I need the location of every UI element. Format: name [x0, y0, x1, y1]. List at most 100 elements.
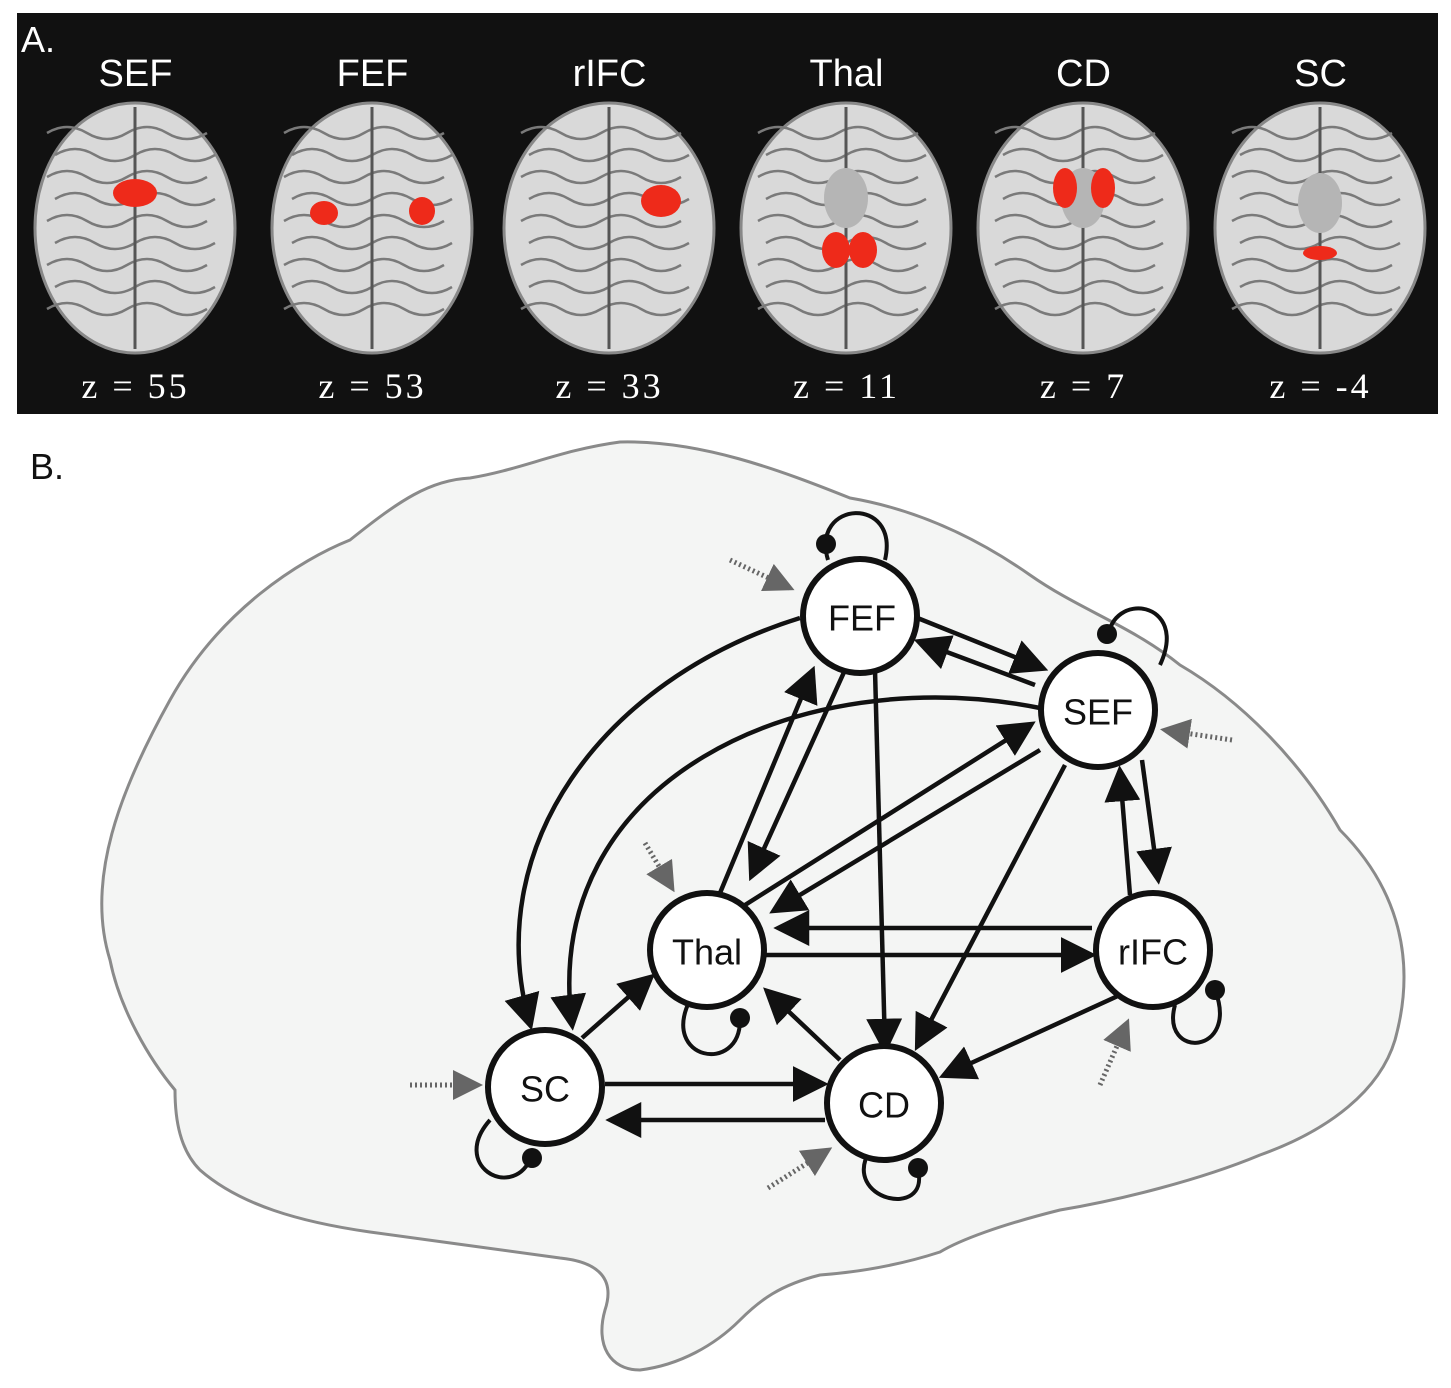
- panel-b-label: B.: [30, 446, 65, 487]
- slice-z-coordinate: z = -4: [1269, 366, 1372, 406]
- slice-title: SC: [1294, 53, 1347, 95]
- node-label-thal: Thal: [672, 932, 742, 973]
- brain-slice-cd: CD z = 7: [965, 13, 1202, 414]
- gyri-texture: [520, 125, 682, 141]
- gyri-texture: [757, 301, 919, 317]
- self-loop-thal: [681, 999, 742, 1056]
- node-fef: [800, 556, 920, 676]
- gyri-texture: [520, 169, 682, 185]
- edge-sc-to-thal: [580, 973, 656, 1040]
- roi-highlight: [849, 232, 877, 268]
- axial-brain-image: [1213, 101, 1427, 355]
- gyri-texture: [283, 125, 445, 141]
- edge-sef-to-fef: [913, 635, 1036, 688]
- edge-sef-to-rifc: [1136, 759, 1172, 885]
- slice-z-coordinate: z = 55: [81, 366, 190, 406]
- gyri-texture: [994, 125, 1156, 141]
- self-loop-rifc: [1171, 989, 1222, 1045]
- self-loop-terminals: [522, 534, 1225, 1178]
- brain-slice-sc: SC z = -4: [1202, 13, 1439, 414]
- deep-structures: [1298, 173, 1342, 233]
- gyri-texture: [994, 301, 1156, 317]
- slice-z-coordinate: z = 11: [793, 366, 900, 406]
- roi-highlight: [641, 185, 681, 217]
- gyri-texture: [46, 301, 208, 317]
- slice-title: rIFC: [572, 53, 647, 95]
- input-arrow-thal: [642, 841, 675, 893]
- edge-fef-to-sc: [504, 615, 801, 1031]
- edge-sef-to-cd: [914, 763, 1067, 1051]
- gyri-texture: [520, 301, 682, 317]
- gyri-texture: [1231, 301, 1393, 317]
- gyri-texture: [46, 169, 208, 185]
- gyri-texture: [1231, 125, 1393, 141]
- gyri-texture: [757, 125, 919, 141]
- edge-fef-to-thal: [747, 669, 848, 882]
- loop-dot-sef: [1097, 624, 1117, 644]
- node-thal: [647, 890, 767, 1010]
- node-sc: [485, 1027, 605, 1147]
- node-sef: [1038, 650, 1158, 770]
- roi-highlight: [822, 232, 850, 268]
- input-arrow-cd: [766, 1147, 833, 1191]
- gyri-texture: [283, 169, 445, 185]
- roi-highlight: [1091, 168, 1115, 208]
- edge-rifc-to-sef: [1104, 765, 1141, 896]
- gyri-texture: [520, 213, 682, 229]
- edge-thal-to-fef: [717, 665, 818, 894]
- slice-z-coordinate: z = 7: [1039, 366, 1128, 406]
- roi-highlight: [409, 197, 435, 225]
- gyri-texture: [1231, 257, 1393, 273]
- brain-slice-rifc: rIFC z = 33: [491, 13, 728, 414]
- deep-structures: [824, 168, 868, 228]
- brain-slice-sef: SEF z = 55: [17, 13, 254, 414]
- loop-dot-rifc: [1205, 980, 1225, 1000]
- loop-dot-fef: [816, 534, 836, 554]
- self-loop-sc: [474, 1118, 532, 1180]
- panel-a-label: A.: [21, 19, 56, 60]
- external-inputs: [410, 557, 1233, 1191]
- input-arrow-fef: [728, 557, 795, 592]
- roi-highlight: [1053, 168, 1077, 208]
- node-label-cd: CD: [858, 1085, 910, 1126]
- self-loop-sef: [1106, 606, 1169, 666]
- node-label-sef: SEF: [1063, 692, 1133, 733]
- input-arrow-sef: [1160, 718, 1233, 749]
- loop-dot-cd: [908, 1158, 928, 1178]
- gyri-texture: [994, 257, 1156, 273]
- gyri-texture: [46, 257, 208, 273]
- slice-z-coordinate: z = 33: [555, 366, 664, 406]
- panel-b-network-diagram: FEF SEF Thal rIFC SC CD: [100, 440, 1406, 1372]
- edge-sef-to-sc: [550, 695, 1041, 1031]
- slice-title: Thal: [809, 53, 884, 95]
- self-loops: [474, 511, 1222, 1201]
- gyri-texture: [283, 301, 445, 317]
- brain-sagittal-outline: [100, 440, 1406, 1372]
- roi-highlight: [1303, 246, 1337, 260]
- axial-brain-image: [976, 101, 1190, 355]
- node-cd: [824, 1043, 944, 1163]
- slice-title: SEF: [98, 53, 173, 95]
- slice-title: CD: [1056, 53, 1111, 95]
- node-label-fef: FEF: [828, 598, 896, 639]
- loop-dot-thal: [730, 1008, 750, 1028]
- edge-thal-to-sef: [743, 721, 1036, 907]
- network-edges: [504, 612, 1172, 1138]
- node-label-sc: SC: [520, 1069, 570, 1110]
- input-arrow-rifc: [1097, 1018, 1131, 1086]
- roi-highlight: [113, 179, 157, 207]
- brain-slice-thal: Thal z = 11: [728, 13, 965, 414]
- node-label-rifc: rIFC: [1118, 932, 1188, 973]
- gyri-texture: [283, 257, 445, 273]
- roi-highlight: [310, 201, 338, 225]
- axial-brain-image: [33, 101, 237, 355]
- node-rifc: [1093, 890, 1213, 1010]
- axial-brain-image: [270, 101, 474, 355]
- axial-brain-image: [502, 101, 716, 355]
- slice-z-coordinate: z = 53: [318, 366, 427, 406]
- edge-fef-to-cd: [866, 669, 903, 1055]
- edge-fef-to-sef: [909, 612, 1049, 674]
- edge-sef-to-thal: [769, 748, 1042, 914]
